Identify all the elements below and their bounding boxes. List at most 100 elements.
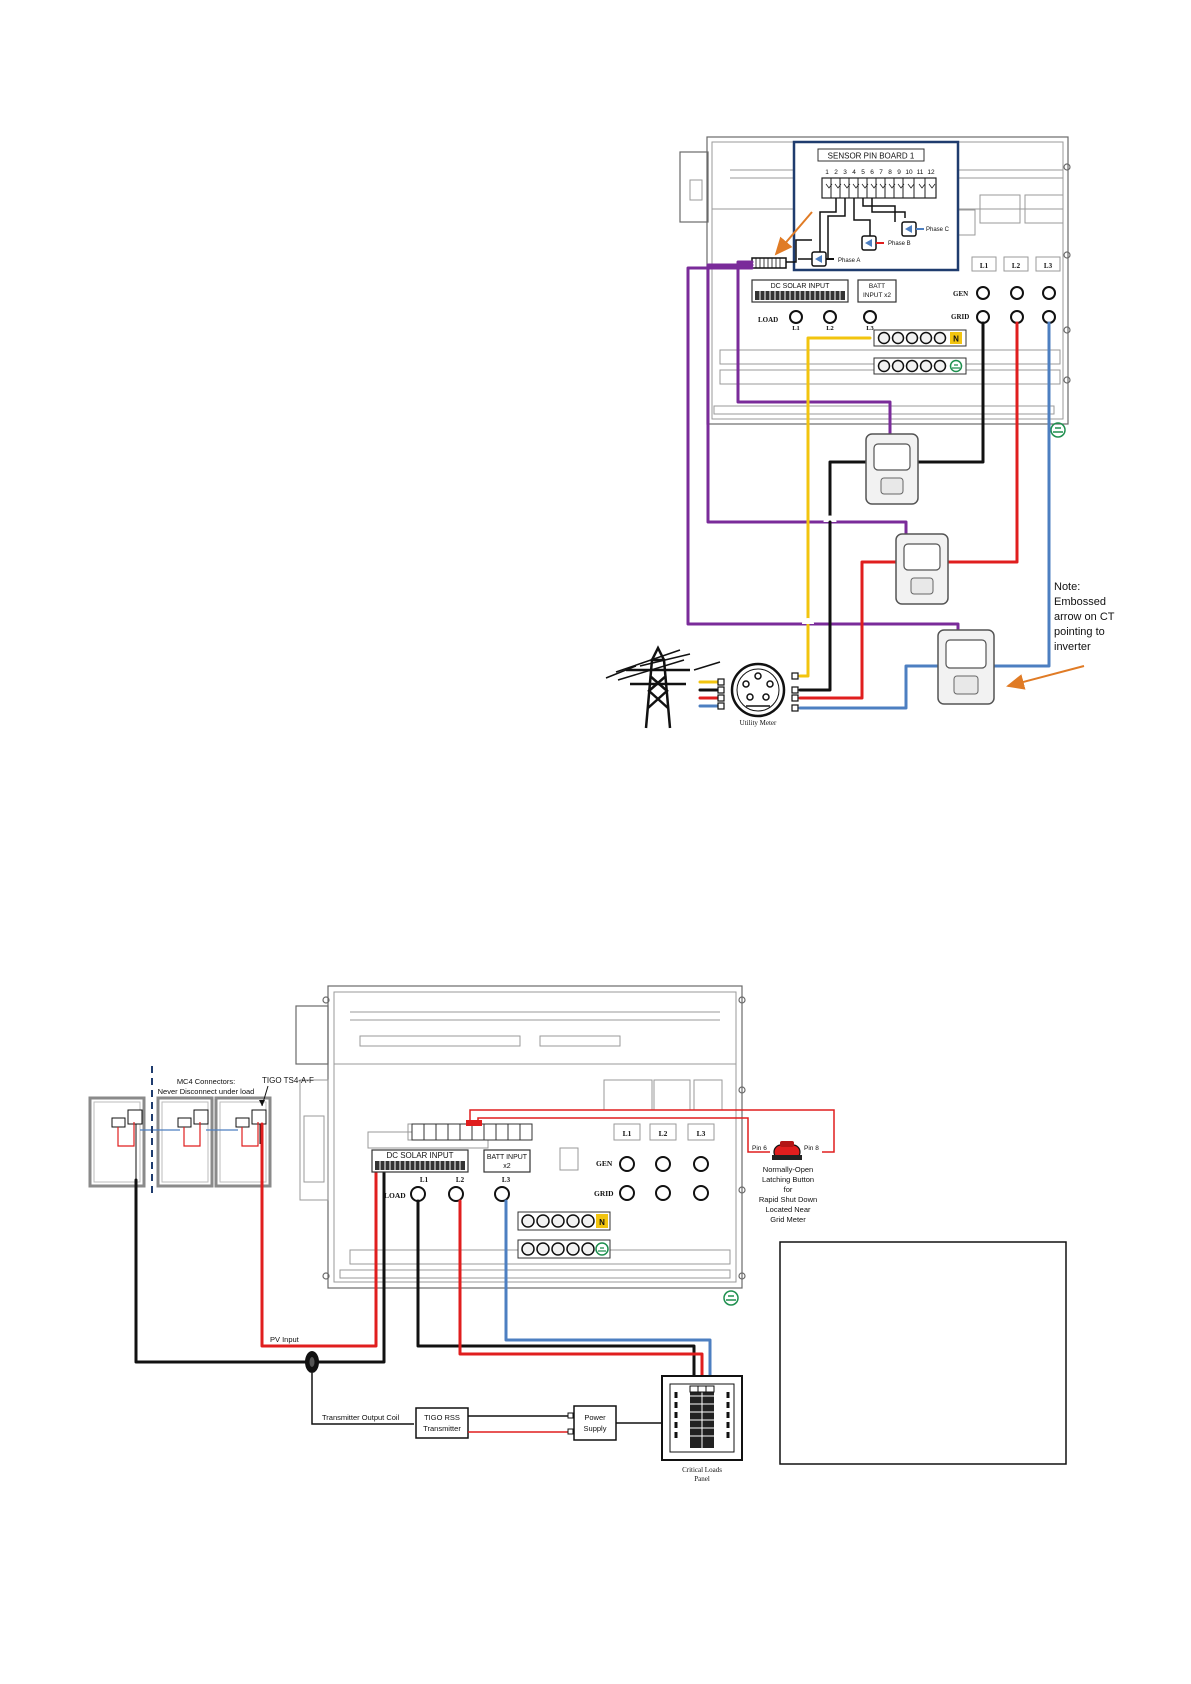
ct-clamp-phase-a-icon xyxy=(865,433,919,505)
batt-input-label-2: INPUT x2 xyxy=(863,292,891,299)
ct-clamp-phase-b-icon xyxy=(895,533,949,605)
power-supply: Power Supply xyxy=(573,1405,617,1441)
gen-label-2: GEN xyxy=(596,1159,613,1168)
pv-input-label: PV Input xyxy=(270,1335,300,1344)
tigo-rss-label-2: Transmitter xyxy=(423,1424,461,1433)
load-l3-label-2: L3 xyxy=(502,1176,511,1184)
sensor-pin-board: SENSOR PIN BOARD 1 1 2 3 4 5 6 7 8 9 10 … xyxy=(792,140,960,272)
pin-8: 8 xyxy=(888,169,892,176)
utility-meter-label: Utility Meter xyxy=(740,719,777,727)
utility-tower-icon xyxy=(605,645,721,729)
pin-2: 2 xyxy=(834,169,838,176)
phase-c-label: Phase C xyxy=(926,227,950,233)
l3-top-label: L3 xyxy=(1044,262,1053,270)
load-l2-label-2: L2 xyxy=(456,1176,465,1184)
load-l3-label: L3 xyxy=(866,325,874,332)
solar-panel-2-icon xyxy=(156,1096,214,1188)
solar-panel-1-icon xyxy=(88,1096,146,1188)
l1-top-label-2: L1 xyxy=(623,1129,632,1138)
sensor-board-title: SENSOR PIN BOARD 1 xyxy=(828,152,915,161)
mc4-label-line-2: Never Disconnect under load xyxy=(158,1087,255,1096)
tigo-rss-transmitter: TIGO RSS Transmitter xyxy=(415,1407,469,1439)
load-l1-terminal xyxy=(789,310,803,324)
grid-l2-terminal xyxy=(1010,310,1024,324)
batt-input-block: BATT INPUT x2 xyxy=(857,279,897,303)
critical-loads-label-1: Critical Loads xyxy=(682,1466,722,1474)
ground-bar xyxy=(873,357,967,375)
neutral-bar: N xyxy=(873,329,967,347)
phase-b-label: Phase B xyxy=(888,241,911,247)
load-l3-terminal-2 xyxy=(494,1186,510,1202)
dc-solar-input-block-2: DC SOLAR INPUT xyxy=(371,1123,533,1173)
tigo-rss-label-1: TIGO RSS xyxy=(424,1413,460,1422)
button-line-5: Located Near xyxy=(765,1205,811,1214)
critical-loads-label-2: Panel xyxy=(694,1475,710,1483)
note-line-5: inverter xyxy=(1054,641,1091,653)
phase-a-sensor-icon: Phase A xyxy=(811,251,860,267)
pin-terminal-strip xyxy=(821,177,937,199)
grid-l1-terminal xyxy=(976,310,990,324)
ground-bar-2 xyxy=(517,1239,611,1259)
pin-12: 12 xyxy=(927,169,935,176)
button-line-2: Latching Button xyxy=(762,1175,814,1184)
pin-9: 9 xyxy=(897,169,901,176)
phase-c-sensor-icon: Phase C xyxy=(901,221,950,237)
load-l1-label-2: L1 xyxy=(420,1176,429,1184)
critical-loads-panel-icon xyxy=(661,1375,743,1461)
grid-l3-terminal xyxy=(1042,310,1056,324)
blank-notes-box xyxy=(779,1241,1067,1465)
phase-a-label: Phase A xyxy=(838,258,860,264)
grid-label-2: GRID xyxy=(594,1189,614,1198)
gen-l3-terminal xyxy=(1042,286,1056,300)
pin-6-label: Pin 6 xyxy=(752,1145,767,1152)
pin-8-label: Pin 8 xyxy=(804,1145,819,1152)
transmitter-coil-icon xyxy=(305,1351,319,1373)
tigo-ts4-label: TIGO TS4-A-F xyxy=(262,1076,314,1085)
pin-11: 11 xyxy=(917,169,924,176)
load-l2-terminal xyxy=(823,310,837,324)
sensor-connector xyxy=(751,257,787,269)
load-label: LOAD xyxy=(758,316,778,324)
power-supply-label-1: Power xyxy=(584,1413,606,1422)
note-line-4: pointing to xyxy=(1054,626,1105,638)
pin-1: 1 xyxy=(825,169,829,176)
button-line-1: Normally-Open xyxy=(763,1165,813,1174)
load-label-2: LOAD xyxy=(384,1191,406,1200)
neutral-n-label: N xyxy=(953,335,959,344)
dc-solar-input-label-2: DC SOLAR INPUT xyxy=(386,1151,453,1160)
l-labels-top: L1 L2 L3 xyxy=(971,256,1061,272)
neutral-n-label-2: N xyxy=(599,1218,605,1227)
diagram-ct-wiring: SENSOR PIN BOARD 1 1 2 3 4 5 6 7 8 9 10 … xyxy=(605,136,1115,729)
neutral-bar-2: N xyxy=(517,1211,611,1231)
power-supply-label-2: Supply xyxy=(584,1424,607,1433)
ct-orientation-note: Note: Embossed arrow on CT pointing to i… xyxy=(1054,581,1115,653)
pin-4: 4 xyxy=(852,169,856,176)
load-l1-terminal-2 xyxy=(410,1186,426,1202)
phase-b-sensor-icon: Phase B xyxy=(861,235,911,251)
load-l2-label: L2 xyxy=(826,325,834,332)
rapid-shutdown-button[interactable] xyxy=(772,1141,802,1160)
note-line-3: arrow on CT xyxy=(1054,611,1115,623)
note-line-1: Note: xyxy=(1054,581,1080,593)
transmitter-coil-label: Transmitter Output Coil xyxy=(322,1413,400,1422)
button-line-4: Rapid Shut Down xyxy=(759,1195,817,1204)
batt-input-block-2: BATT INPUT x2 xyxy=(483,1149,531,1173)
utility-meter-icon: Utility Meter xyxy=(730,662,786,727)
gen-l2-terminal xyxy=(1010,286,1024,300)
load-l1-label: L1 xyxy=(792,325,800,332)
pin-10: 10 xyxy=(905,169,913,176)
dc-solar-input-block: DC SOLAR INPUT xyxy=(751,279,849,303)
gen-l1-terminal xyxy=(976,286,990,300)
load-l3-terminal xyxy=(863,310,877,324)
mc4-label-line-1: MC4 Connectors: xyxy=(177,1077,235,1086)
grid-label: GRID xyxy=(951,313,969,321)
pin-7: 7 xyxy=(879,169,883,176)
batt-input-label-1: BATT xyxy=(869,283,885,290)
batt-input-label-2a: BATT INPUT xyxy=(487,1154,528,1161)
rapid-shutdown-note: Normally-Open Latching Button for Rapid … xyxy=(759,1165,817,1224)
button-line-6: Grid Meter xyxy=(770,1215,806,1224)
l1-top-label: L1 xyxy=(980,262,989,270)
load-l2-terminal-2 xyxy=(448,1186,464,1202)
pin-number-row: 1 2 3 4 5 6 7 8 9 10 11 12 xyxy=(825,169,935,176)
